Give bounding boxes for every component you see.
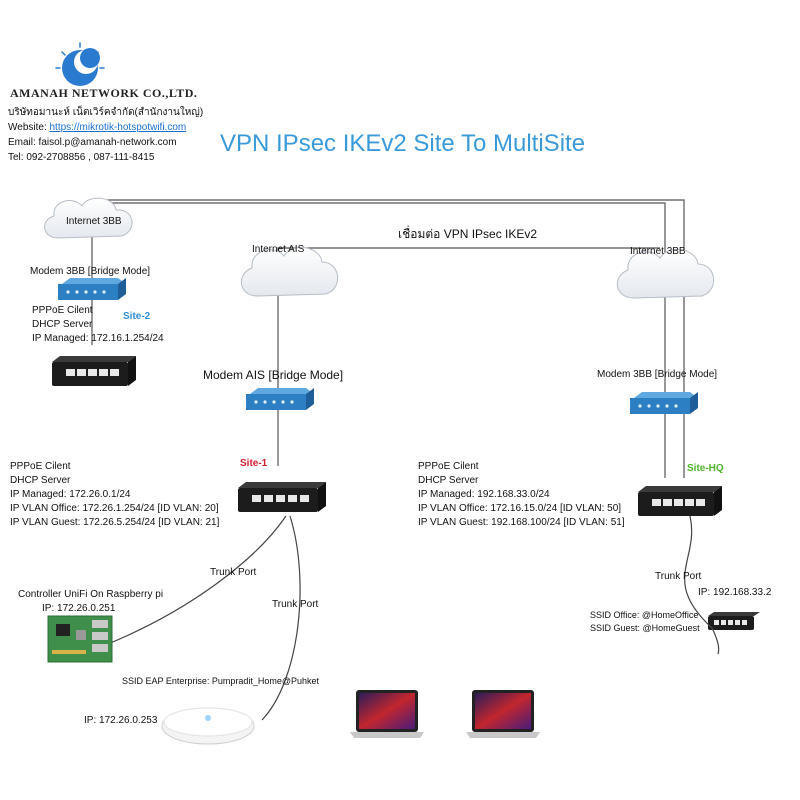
hq-ap-ip: IP: 192.168.33.2 <box>698 587 772 598</box>
hq-line-4: IP VLAN Guest: 192.168.100/24 [ID VLAN: … <box>418 517 625 528</box>
vpn-top-bus <box>91 199 685 478</box>
site2-label: Site-2 <box>123 311 151 322</box>
hq-line-1: DHCP Server <box>418 475 479 486</box>
switch-icon-hq-ap <box>708 612 760 630</box>
hq-line-3: IP VLAN Office: 172.16.15.0/24 [ID VLAN:… <box>418 503 622 514</box>
site1-ssid: SSID EAP Enterprise: Pumpradit_Home@Puhk… <box>122 676 320 686</box>
diagram-title: VPN IPsec IKEv2 Site To MultiSite <box>220 130 586 157</box>
company-website: Website: https://mikrotik-hotspotwifi.co… <box>8 121 186 134</box>
hq-trunk-label: Trunk Port <box>655 571 702 582</box>
website-label: Website: <box>8 122 50 133</box>
site2-line-2: IP Managed: 172.16.1.254/24 <box>32 333 164 344</box>
hq-internet-label: Internet 3BB <box>630 246 686 257</box>
laptop-icon-2 <box>466 690 540 738</box>
controller-ip: IP: 172.26.0.251 <box>42 603 116 614</box>
hq-line-0: PPPoE Cilent <box>418 461 479 472</box>
site1-line-4: IP VLAN Guest: 172.26.5.254/24 [ID VLAN:… <box>10 517 220 528</box>
site1-line-1: DHCP Server <box>10 475 71 486</box>
site1-line-3: IP VLAN Office: 172.26.1.254/24 [ID VLAN… <box>10 503 219 514</box>
site2-modem-label: Modem 3BB [Bridge Mode] <box>30 266 151 277</box>
company-name: AMANAH NETWORK CO.,LTD. <box>10 86 198 100</box>
unifi-ap-icon <box>161 707 255 745</box>
company-logo <box>55 42 105 86</box>
modem-icon-site1 <box>246 388 314 410</box>
site1-trunk-label-1: Trunk Port <box>210 567 257 578</box>
site1-trunk-label-2: Trunk Port <box>272 599 319 610</box>
router-icon-site2 <box>52 356 136 386</box>
cloud-icon-hq <box>617 249 714 299</box>
company-email: Email: faisol.p@amanah-network.com <box>8 137 177 148</box>
controller-label: Controller UniFi On Raspberry pi <box>18 589 164 600</box>
modem-icon-site2 <box>58 278 126 300</box>
site1-internet-label: Internet AIS <box>252 244 305 255</box>
hq-line-2: IP Managed: 192.168.33.0/24 <box>418 489 550 500</box>
router-icon-site1 <box>238 482 326 512</box>
site1-line-0: PPPoE Cilent <box>10 461 71 472</box>
vpn-link-label: เชื่อมต่อ VPN IPsec IKEv2 <box>398 227 538 241</box>
site1-line-2: IP Managed: 172.26.0.1/24 <box>10 489 131 500</box>
modem-icon-hq <box>630 392 698 414</box>
company-tel: Tel: 092-2708856 , 087-111-8415 <box>8 152 155 163</box>
website-link[interactable]: https://mikrotik-hotspotwifi.com <box>49 122 187 133</box>
site2-internet-label: Internet 3BB <box>66 216 122 227</box>
site2-line-0: PPPoE Cilent <box>32 305 93 316</box>
site2-line-1: DHCP Server <box>32 319 93 330</box>
raspberry-pi-icon <box>47 615 113 663</box>
hq-label: Site-HQ <box>687 463 724 474</box>
hq-ssid-guest: SSID Guest: @HomeGuest <box>590 623 700 633</box>
cloud-icon-site1 <box>241 247 338 297</box>
router-icon-hq <box>638 486 722 516</box>
hq-modem-label: Modem 3BB [Bridge Mode] <box>597 369 718 380</box>
site1-ap-ip: IP: 172.26.0.253 <box>84 715 158 726</box>
trunk-cables <box>107 515 720 721</box>
cloud-icon-site2 <box>44 197 133 239</box>
site1-modem-label: Modem AIS [Bridge Mode] <box>203 368 344 382</box>
site1-label: Site-1 <box>240 458 268 469</box>
company-thai-name: บริษัทอมานะห์ เน็ตเวิร์คจำกัด(สำนักงานให… <box>8 107 204 118</box>
laptop-icon-1 <box>350 690 424 738</box>
hq-ssid-office: SSID Office: @HomeOffice <box>590 610 699 620</box>
